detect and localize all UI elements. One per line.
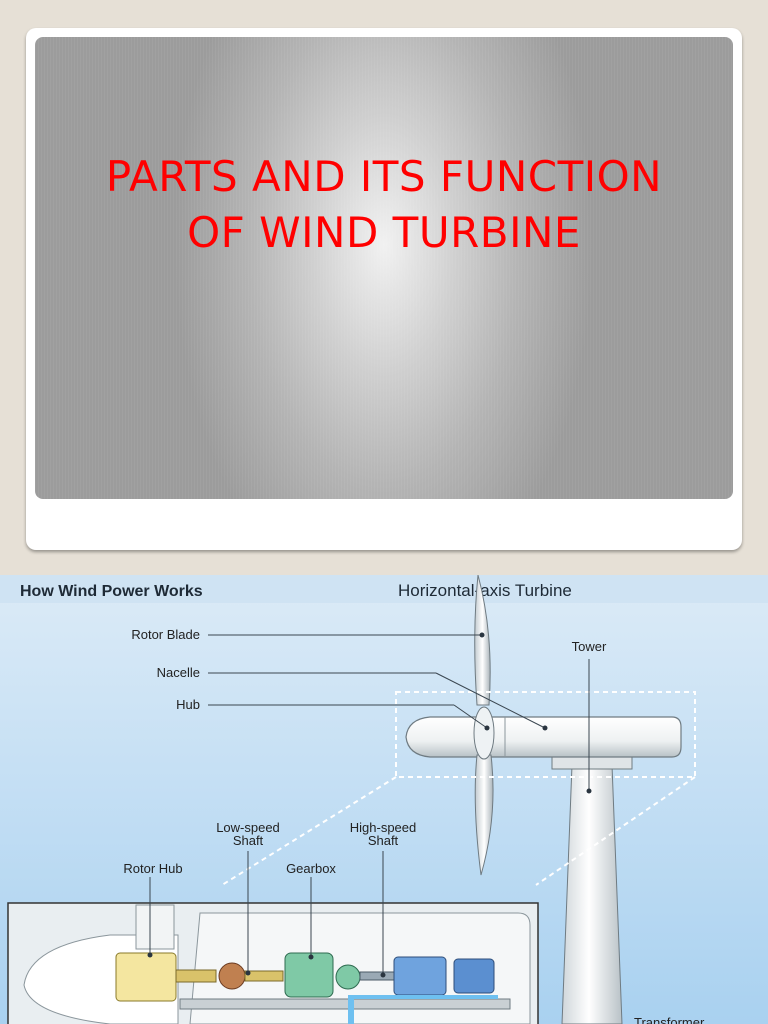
label-hub: Hub xyxy=(176,697,200,712)
heading-bar xyxy=(0,575,768,603)
label-high-speed-shaft-line-2: Shaft xyxy=(368,833,399,848)
label-low-speed-shaft-line-1: Low-speed xyxy=(216,820,280,835)
slide-title-line-1: PARTS AND ITS FUNCTION xyxy=(105,152,663,201)
slide-title-line-2: OF WIND TURBINE xyxy=(187,208,581,257)
label-gearbox: Gearbox xyxy=(286,861,336,876)
rotor-blades-graphic xyxy=(473,575,495,876)
label-rotor-blade: Rotor Blade xyxy=(131,627,200,642)
diagram-slide: How Wind Power Works Horizontal-axis Tur… xyxy=(0,575,768,1024)
label-nacelle: Nacelle xyxy=(157,665,200,680)
label-rotor-hub: Rotor Hub xyxy=(123,861,182,876)
label-low-speed-shaft-line-2: Shaft xyxy=(233,833,264,848)
diagram-heading-subtitle: Horizontal-axis Turbine xyxy=(398,581,572,600)
label-high-speed-shaft-line-1: High-speed xyxy=(350,820,417,835)
nacelle-cutaway xyxy=(7,902,539,1024)
slide-title: PARTS AND ITS FUNCTION OF WIND TURBINE xyxy=(35,149,733,261)
title-slide-background: PARTS AND ITS FUNCTION OF WIND TURBINE xyxy=(35,37,733,499)
wind-turbine-diagram: How Wind Power Works Horizontal-axis Tur… xyxy=(0,575,768,1024)
label-tower: Tower xyxy=(572,639,607,654)
nacelle-graphic xyxy=(405,716,682,758)
zoom-highlight-box xyxy=(395,691,696,778)
diagram-heading-bold: How Wind Power Works xyxy=(20,583,203,600)
label-transformer: Transformer xyxy=(634,1015,705,1024)
title-slide: PARTS AND ITS FUNCTION OF WIND TURBINE xyxy=(26,28,742,550)
